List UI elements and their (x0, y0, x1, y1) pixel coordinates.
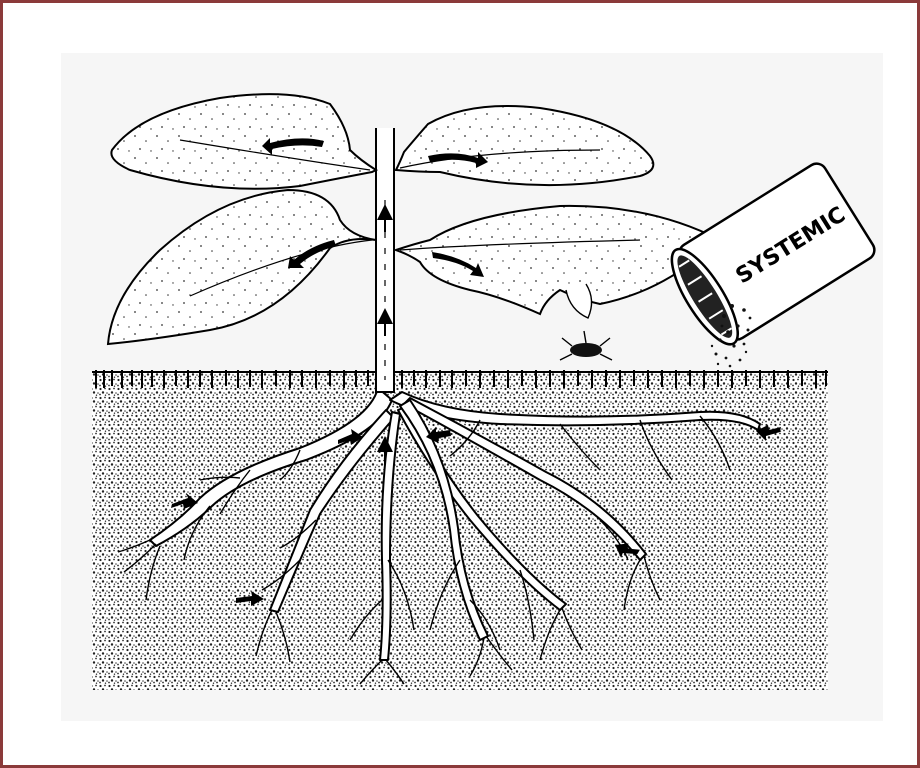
systemic-container: SYSTEMIC (660, 160, 878, 353)
stem (376, 128, 394, 392)
leaf-upper-right (396, 106, 653, 185)
ground-surface (92, 370, 828, 388)
leaf-lower-left (108, 190, 376, 344)
leaf-upper-left (111, 94, 376, 189)
leaves (108, 94, 720, 344)
